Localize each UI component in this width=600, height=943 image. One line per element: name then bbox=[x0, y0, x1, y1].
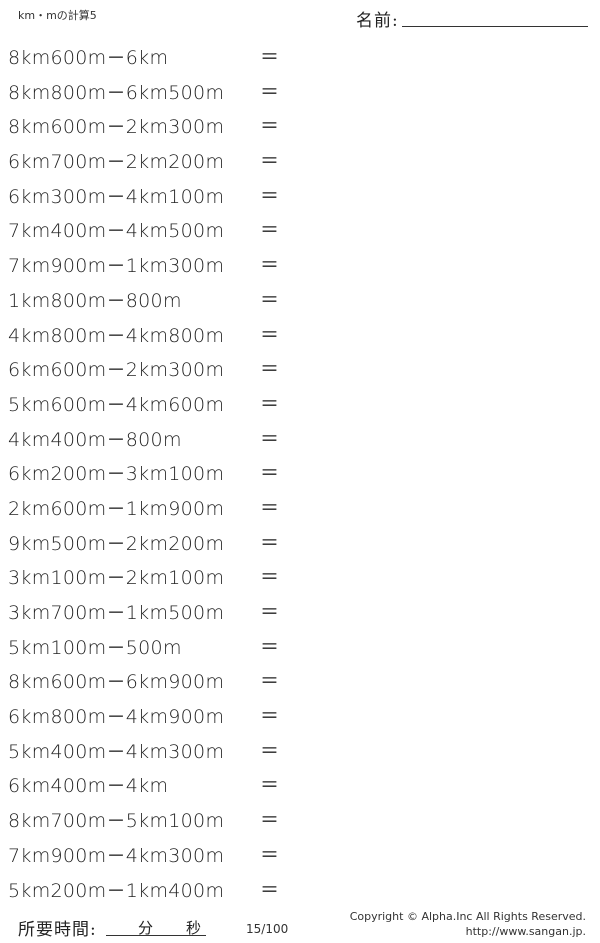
problem-row: 4km400m－800m ＝ bbox=[0, 420, 600, 455]
equals-sign: ＝ bbox=[260, 150, 280, 173]
problem-row: 6km800m－4km900m ＝ bbox=[0, 697, 600, 732]
problem-list: 8km600m－6km＝8km800m－6km500m＝8km600m－2km3… bbox=[0, 38, 600, 905]
equals-sign: ＝ bbox=[260, 531, 280, 554]
equals-sign: ＝ bbox=[260, 462, 280, 485]
problem-row: 6km300m－4km100m ＝ bbox=[0, 177, 600, 212]
time-label: 所要時間: bbox=[18, 920, 97, 940]
problem-row: 6km400m－4km ＝ bbox=[0, 766, 600, 801]
equals-sign: ＝ bbox=[260, 427, 280, 450]
copyright-text: Copyright © Alpha.Inc All Rights Reserve… bbox=[349, 910, 586, 923]
equals-sign: ＝ bbox=[260, 670, 280, 693]
time-field[interactable]: 所要時間: 分 秒 bbox=[18, 915, 208, 940]
equals-sign: ＝ bbox=[260, 392, 280, 415]
problem-expression: 8km800m－6km500m bbox=[8, 81, 225, 104]
problem-expression: 6km400m－4km bbox=[8, 775, 169, 798]
problem-row: 2km600m－1km900m ＝ bbox=[0, 489, 600, 524]
equals-sign: ＝ bbox=[260, 601, 280, 623]
equals-sign: ＝ bbox=[260, 496, 280, 519]
problem-row: 6km700m－2km200m ＝ bbox=[0, 142, 600, 177]
problem-row: 5km100m－500m ＝ bbox=[0, 628, 600, 663]
problem-expression: 6km300m－4km100m bbox=[8, 185, 225, 208]
equals-sign: ＝ bbox=[260, 566, 280, 589]
seconds-label: 秒 bbox=[186, 919, 202, 937]
problem-expression: 6km200m－3km100m bbox=[8, 463, 225, 486]
problem-expression: 8km600m－6km bbox=[8, 47, 169, 69]
equals-sign: ＝ bbox=[260, 288, 280, 311]
equals-sign: ＝ bbox=[260, 115, 280, 138]
problem-row: 4km800m－4km800m ＝ bbox=[0, 316, 600, 351]
name-field[interactable]: 名前: bbox=[356, 6, 588, 31]
problem-expression: 9km500m－2km200m bbox=[8, 532, 225, 555]
problem-expression: 4km800m－4km800m bbox=[8, 324, 225, 347]
problem-row: 7km900m－1km300m ＝ bbox=[0, 246, 600, 281]
equals-sign: ＝ bbox=[260, 323, 280, 346]
equals-sign: ＝ bbox=[260, 739, 280, 762]
problem-row: 3km700m－1km500m ＝ bbox=[0, 593, 600, 628]
problem-row: 5km200m－1km400m ＝ bbox=[0, 871, 600, 906]
problem-expression: 6km800m－4km900m bbox=[8, 706, 225, 729]
problem-row: 6km600m－2km300m ＝ bbox=[0, 350, 600, 385]
problem-expression: 5km600m－4km600m bbox=[8, 393, 225, 416]
problem-expression: 1km800m－800m bbox=[8, 289, 182, 312]
equals-sign: ＝ bbox=[260, 878, 280, 901]
problem-expression: 3km700m－1km500m bbox=[8, 602, 225, 624]
name-underline bbox=[402, 26, 588, 27]
equals-sign: ＝ bbox=[260, 635, 280, 658]
equals-sign: ＝ bbox=[260, 80, 280, 103]
page-number: 15/100 bbox=[246, 922, 289, 936]
problem-row: 8km600m－6km ＝ bbox=[0, 38, 600, 73]
equals-sign: ＝ bbox=[260, 809, 280, 832]
problem-row: 9km500m－2km200m ＝ bbox=[0, 524, 600, 559]
equals-sign: ＝ bbox=[260, 358, 280, 381]
problem-expression: 4km400m－800m bbox=[8, 428, 182, 451]
problem-expression: 7km900m－4km300m bbox=[8, 844, 225, 867]
problem-expression: 2km600m－1km900m bbox=[8, 497, 225, 520]
minutes-label: 分 bbox=[138, 919, 154, 937]
problem-expression: 5km100m－500m bbox=[8, 636, 182, 659]
problem-expression: 8km700m－5km100m bbox=[8, 810, 225, 833]
problem-row: 8km600m－2km300m ＝ bbox=[0, 107, 600, 142]
problem-expression: 3km100m－2km100m bbox=[8, 567, 225, 590]
equals-sign: ＝ bbox=[260, 219, 280, 242]
problem-expression: 6km600m－2km300m bbox=[8, 359, 225, 382]
problem-row: 8km800m－6km500m ＝ bbox=[0, 73, 600, 108]
equals-sign: ＝ bbox=[260, 46, 280, 68]
problem-expression: 7km400m－4km500m bbox=[8, 220, 225, 243]
problem-expression: 8km600m－6km900m bbox=[8, 671, 225, 694]
problem-row: 5km600m－4km600m ＝ bbox=[0, 385, 600, 420]
problem-row: 6km200m－3km100m ＝ bbox=[0, 454, 600, 489]
problem-expression: 5km200m－1km400m bbox=[8, 879, 225, 902]
site-url[interactable]: http://www.sangan.jp. bbox=[465, 925, 586, 938]
problem-row: 5km400m－4km300m ＝ bbox=[0, 732, 600, 767]
equals-sign: ＝ bbox=[260, 843, 280, 866]
problem-expression: 8km600m－2km300m bbox=[8, 116, 225, 139]
time-underline bbox=[106, 935, 206, 936]
problem-expression: 6km700m－2km200m bbox=[8, 151, 225, 174]
problem-expression: 7km900m－1km300m bbox=[8, 255, 225, 278]
page-title: km・mの計算5 bbox=[18, 9, 97, 22]
problem-row: 8km600m－6km900m ＝ bbox=[0, 662, 600, 697]
problem-row: 7km400m－4km500m ＝ bbox=[0, 211, 600, 246]
name-label: 名前: bbox=[356, 11, 399, 31]
equals-sign: ＝ bbox=[260, 774, 280, 797]
problem-row: 7km900m－4km300m ＝ bbox=[0, 836, 600, 871]
problem-row: 8km700m－5km100m ＝ bbox=[0, 801, 600, 836]
problem-row: 3km100m－2km100m ＝ bbox=[0, 558, 600, 593]
equals-sign: ＝ bbox=[260, 254, 280, 277]
problem-expression: 5km400m－4km300m bbox=[8, 740, 225, 763]
copyright-block: Copyright © Alpha.Inc All Rights Reserve… bbox=[350, 909, 586, 939]
equals-sign: ＝ bbox=[260, 184, 280, 207]
problem-row: 1km800m－800m ＝ bbox=[0, 281, 600, 316]
equals-sign: ＝ bbox=[260, 705, 280, 728]
